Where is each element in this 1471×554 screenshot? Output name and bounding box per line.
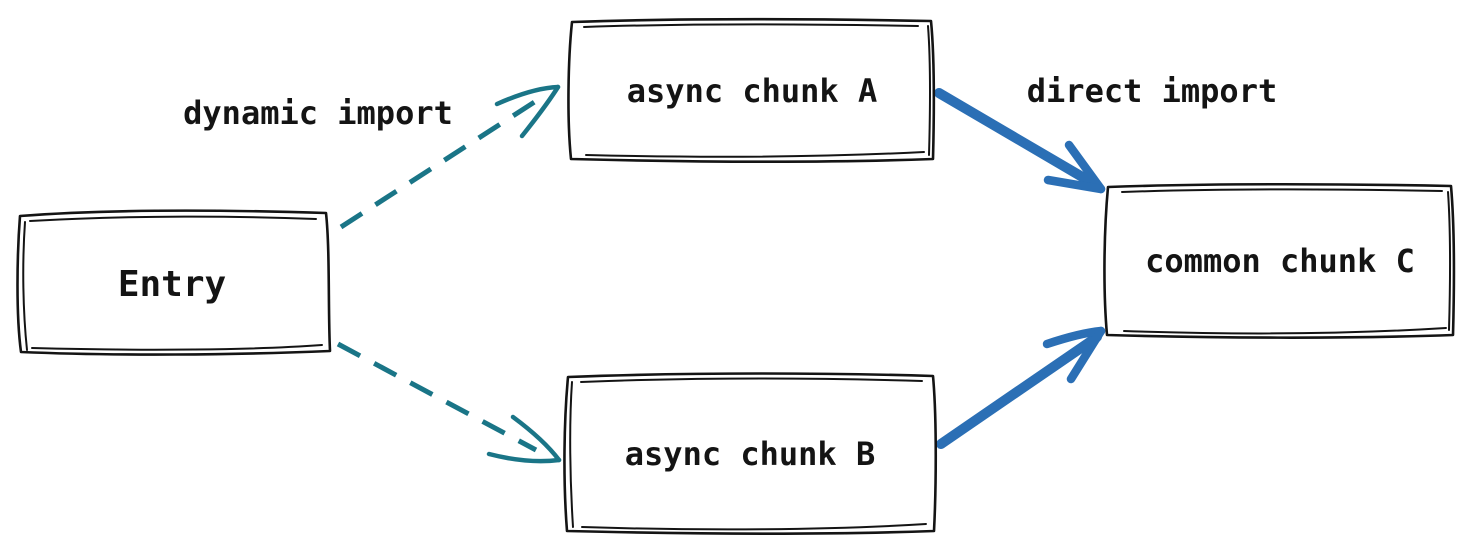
arrowhead-barb — [494, 84, 561, 107]
box-overdraw-top — [580, 377, 923, 383]
box-overdraw-bottom — [31, 344, 323, 351]
edge-entry-to-chunk-b — [336, 341, 562, 464]
arrowhead-barb — [486, 451, 562, 464]
edge-chunk-a-to-chunk-c — [934, 88, 1106, 194]
node-label: common chunk C — [1145, 242, 1415, 280]
edge-label-dynamic-import: dynamic import — [183, 94, 453, 132]
edge-chunk-b-to-chunk-c — [936, 326, 1106, 449]
box-overdraw-left — [22, 221, 28, 351]
node-label: Entry — [118, 264, 226, 305]
arrowhead-barb — [1064, 140, 1106, 194]
box-overdraw-right — [1447, 191, 1451, 331]
node-common-chunk-c: common chunk C — [1103, 182, 1456, 339]
box-outline — [1103, 182, 1456, 339]
node-entry: Entry — [16, 209, 332, 356]
arrowhead-barb — [1043, 175, 1106, 194]
arrowhead-barb — [1066, 326, 1106, 384]
solid-arrow-shaft — [934, 88, 1101, 190]
box-overdraw-top — [29, 215, 317, 222]
box-overdraw-bottom — [1123, 327, 1447, 335]
edge-entry-to-chunk-a — [339, 84, 561, 230]
arrowhead-barb — [519, 84, 561, 139]
box-overdraw-right — [927, 25, 931, 156]
box-overdraw-top — [583, 23, 919, 28]
node-async-chunk-a: async chunk A — [567, 17, 936, 163]
box-overdraw-left — [569, 381, 574, 528]
solid-arrow-shaft — [936, 332, 1102, 449]
arrowhead-barb — [510, 414, 562, 463]
box-outline — [16, 209, 332, 356]
box-overdraw-top — [1121, 188, 1443, 193]
node-async-chunk-b: async chunk B — [563, 372, 938, 535]
node-label: async chunk B — [625, 435, 875, 473]
dashed-arrow-shaft — [336, 341, 538, 453]
edge-label-direct-import: direct import — [1027, 72, 1277, 110]
box-outline — [567, 17, 936, 163]
box-overdraw-bottom — [585, 151, 925, 158]
node-label: async chunk A — [627, 72, 877, 110]
box-outline — [563, 372, 938, 535]
box-overdraw-bottom — [581, 523, 927, 531]
